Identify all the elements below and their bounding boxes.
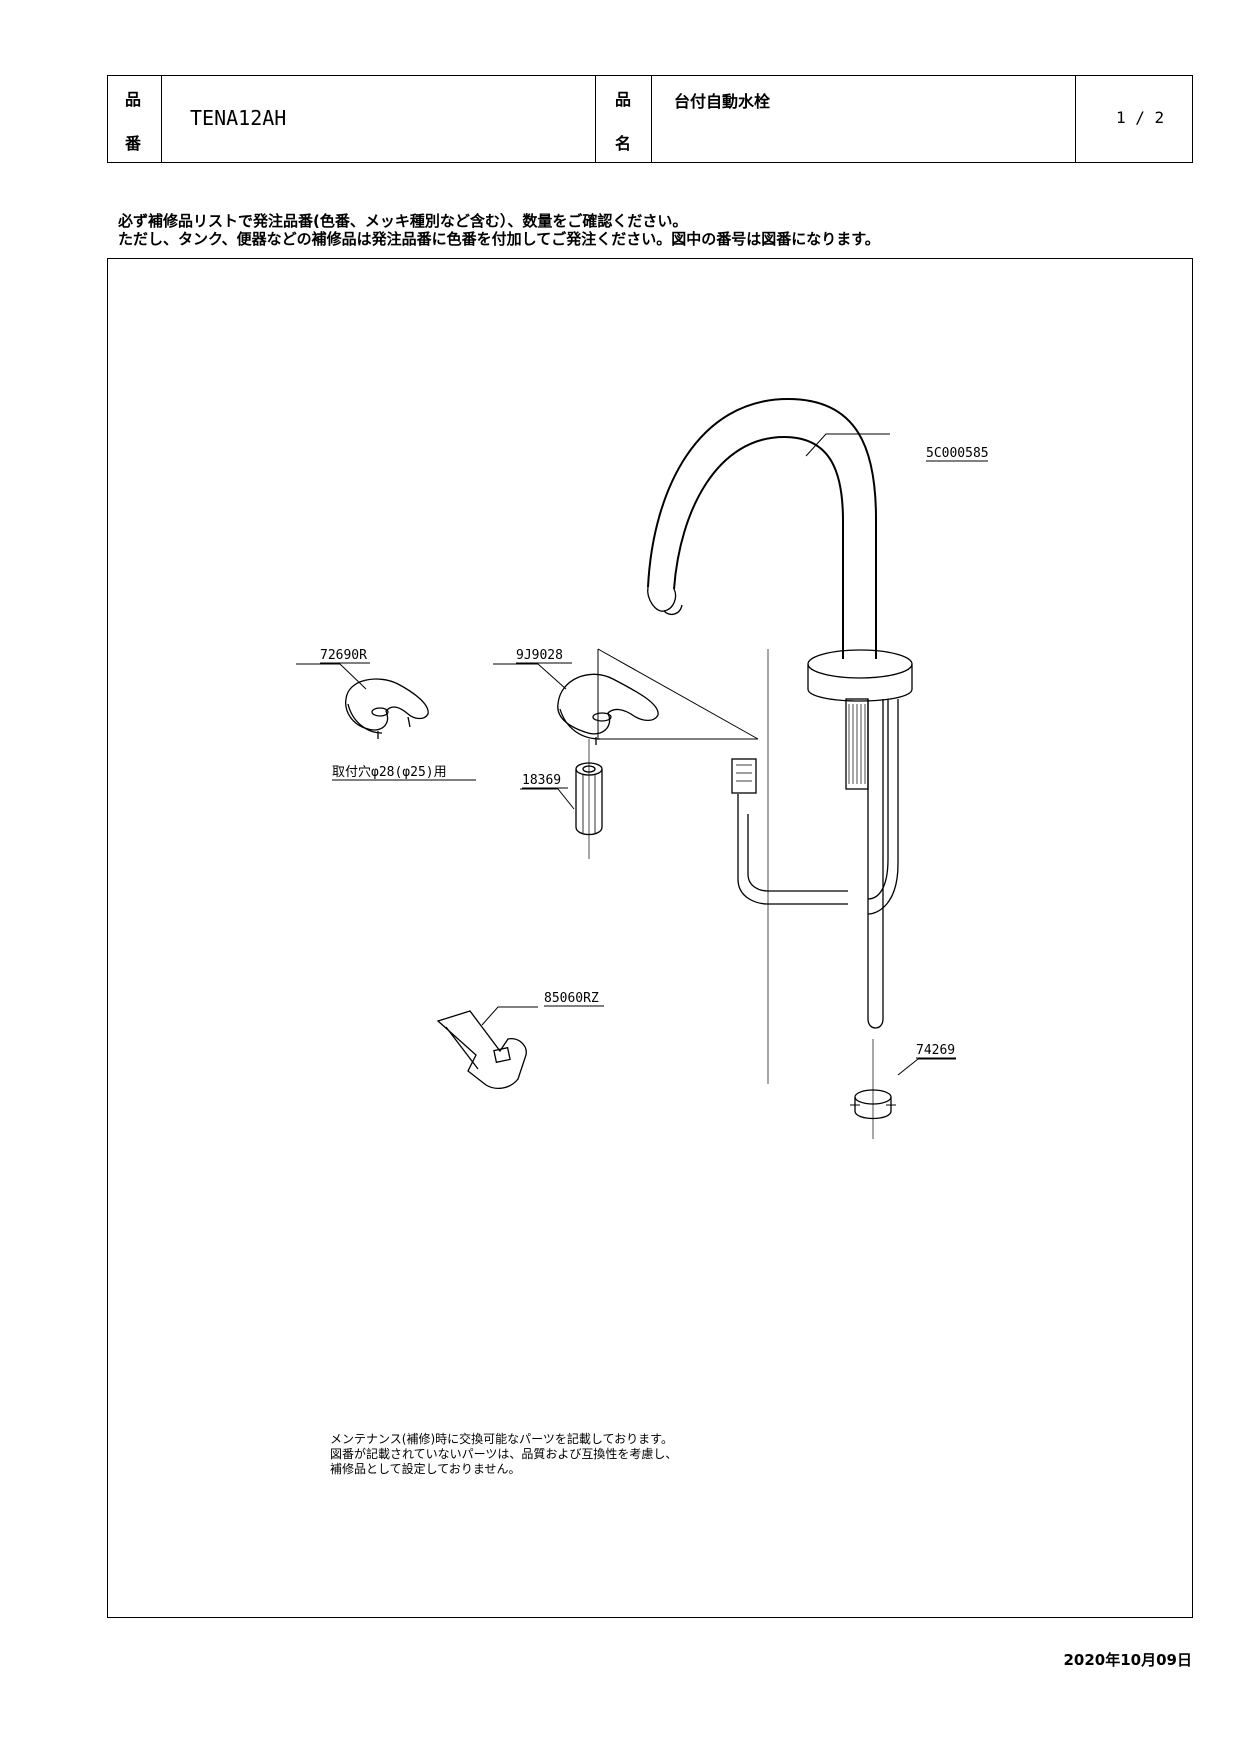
order-notice-line-2: ただし、タンク、便器などの補修品は発注品番に色番を付加してご発注ください。図中の… [118, 230, 880, 248]
page-cell: 1 / 2 [1076, 76, 1194, 162]
issue-date: 2020年10月09日 [1063, 1651, 1193, 1669]
part-label-washer-large: 9J9028 [516, 648, 563, 663]
wrench-illustration [436, 1010, 527, 1090]
footnote-line-2: 図番が記載されていないパーツは、品質および互換性を考慮し、 [330, 1447, 678, 1461]
product-name-label-bottom: 名 [615, 134, 632, 153]
washer-large-illustration [557, 673, 659, 745]
part-label-washer-small: 72690R [320, 648, 367, 663]
part-label-nut: 18369 [522, 773, 561, 788]
product-number: TENA12AH [190, 106, 287, 130]
title-block: 品 番 TENA12AH 品 名 台付自動水栓 1 / 2 [107, 75, 1193, 163]
product-name-label-top: 品 [615, 90, 632, 109]
order-notice-line-1: 必ず補修品リストで発注品番(色番、メッキ種別など含む）、数量をご確認ください。 [118, 212, 688, 230]
product-name-cell: 台付自動水栓 [652, 76, 1076, 162]
clip-illustration [850, 1039, 896, 1139]
drawing-frame: 5C000585 72690R 9J9028 取付穴φ28(φ25)用 1836… [107, 258, 1193, 1618]
product-number-cell: TENA12AH [162, 76, 596, 162]
part-label-spout: 5C000585 [926, 446, 989, 461]
footnote-line-3: 補修品として設定しておりません。 [330, 1462, 521, 1476]
product-number-label-bottom: 番 [125, 134, 142, 153]
order-notice: 必ず補修品リストで発注品番(色番、メッキ種別など含む）、数量をご確認ください。 … [118, 212, 880, 248]
spout-illustration [597, 397, 913, 1084]
footnote-line-1: メンテナンス(補修)時に交換可能なパーツを記載しております。 [330, 1432, 673, 1446]
mount-hole-note: 取付穴φ28(φ25)用 [332, 765, 447, 780]
nut-illustration [575, 739, 603, 859]
product-number-label-cell: 品 番 [108, 76, 162, 162]
washer-small-illustration [345, 678, 429, 739]
page-number: 1 / 2 [1116, 108, 1165, 127]
exploded-parts-diagram: 5C000585 72690R 9J9028 取付穴φ28(φ25)用 1836… [296, 397, 989, 1139]
product-number-label-top: 品 [125, 90, 142, 109]
product-name: 台付自動水栓 [674, 92, 771, 111]
maintenance-footnote: メンテナンス(補修)時に交換可能なパーツを記載しております。 図番が記載されてい… [330, 1432, 677, 1477]
part-label-clip: 74269 [916, 1043, 955, 1058]
product-name-label-cell: 品 名 [596, 76, 652, 162]
part-label-wrench: 85060RZ [544, 991, 599, 1006]
